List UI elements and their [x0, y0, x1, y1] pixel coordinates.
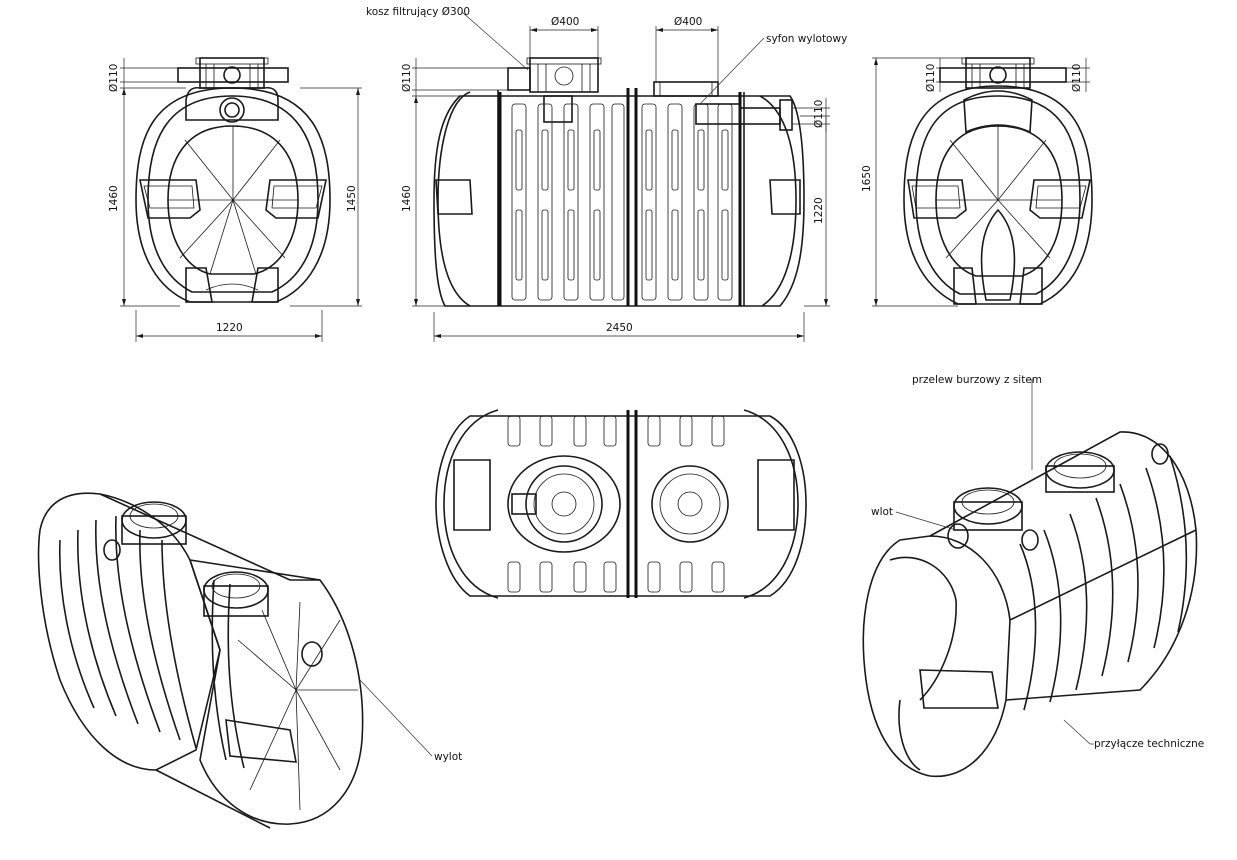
side-view [412, 11, 830, 342]
front-width-dimension: 1220 [216, 322, 243, 334]
back-height-dimension: 1650 [861, 165, 873, 192]
top-view [435, 409, 807, 599]
front-view [120, 57, 362, 342]
side-height-dimension: 1460 [401, 185, 413, 212]
storm-overflow-label: przelew burzowy z sitem [912, 374, 1042, 386]
technical-connection-label: przyłącze techniczne [1094, 738, 1204, 750]
opening-1-dimension: Ø400 [551, 16, 579, 28]
inlet-label: wlot [871, 506, 893, 518]
iso-view-right [862, 379, 1198, 778]
side-pipe-dimension: Ø110 [401, 64, 413, 92]
front-pipe-dimension: Ø110 [108, 64, 120, 92]
front-height-left-dimension: 1460 [108, 185, 120, 212]
outlet-label: wylot [434, 751, 462, 763]
filter-basket-label: kosz filtrujący Ø300 [366, 6, 470, 18]
back-pipe-left-dimension: Ø110 [925, 64, 937, 92]
iso-view-left [37, 492, 433, 829]
back-view [872, 57, 1093, 307]
side-length-dimension: 2450 [606, 322, 633, 334]
outlet-height-dimension: 1220 [813, 197, 825, 224]
back-pipe-right-dimension: Ø110 [1071, 64, 1083, 92]
opening-2-dimension: Ø400 [674, 16, 702, 28]
outlet-siphon-label: syfon wylotowy [766, 33, 847, 45]
outlet-pipe-dimension: Ø110 [813, 100, 825, 128]
front-height-right-dimension: 1450 [346, 185, 358, 212]
